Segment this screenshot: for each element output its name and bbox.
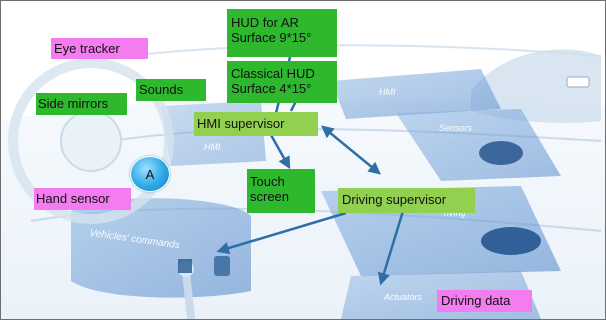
hand-sensor-a-badge: A — [130, 156, 170, 192]
label-hmi-supervisor: HMI supervisor — [194, 112, 318, 136]
label-hud-ar-line1: HUD for AR — [231, 15, 299, 30]
label-side-mirrors: Side mirrors — [36, 93, 127, 115]
watermark-hmi-left: HMI — [204, 142, 221, 152]
watermark-driving: riving — [444, 208, 466, 218]
vehicles-commands-panel — [71, 198, 251, 298]
label-classical-hud-line1: Classical HUD — [231, 66, 315, 81]
arrow-hmi-to-touch — [269, 134, 291, 170]
label-sounds: Sounds — [136, 79, 206, 101]
arrow-hmi-driving — [321, 125, 381, 175]
hmi-panel-right — [331, 69, 501, 119]
label-hud-ar-line2: Surface 9*15° — [231, 30, 312, 45]
label-classical-hud: Classical HUD Surface 4*15° — [227, 61, 337, 103]
label-touch-screen: Touch screen — [247, 169, 315, 213]
arrow-driving-to-actuators — [377, 210, 405, 286]
watermark-hmi-right: HMI — [379, 87, 396, 97]
label-eye-tracker: Eye tracker — [51, 38, 148, 59]
label-touch-screen-line1: Touch — [250, 174, 285, 189]
label-classical-hud-line2: Surface 4*15° — [231, 81, 312, 96]
sensors-panel — [396, 109, 561, 181]
label-touch-screen-line2: screen — [250, 189, 290, 204]
gear-stick — [182, 270, 195, 319]
label-driving-data: Driving data — [437, 290, 532, 312]
arrow-driving-to-commands — [216, 211, 347, 255]
watermark-actuators: Actuators — [384, 292, 423, 302]
watermark-sensors: Sensors — [439, 123, 473, 133]
steering-wheel — [8, 58, 174, 224]
label-hand-sensor: Hand sensor — [34, 188, 131, 210]
car-silhouette — [471, 49, 601, 123]
label-driving-supervisor: Driving supervisor — [338, 188, 475, 213]
label-hud-ar: HUD for AR Surface 9*15° — [227, 9, 337, 57]
